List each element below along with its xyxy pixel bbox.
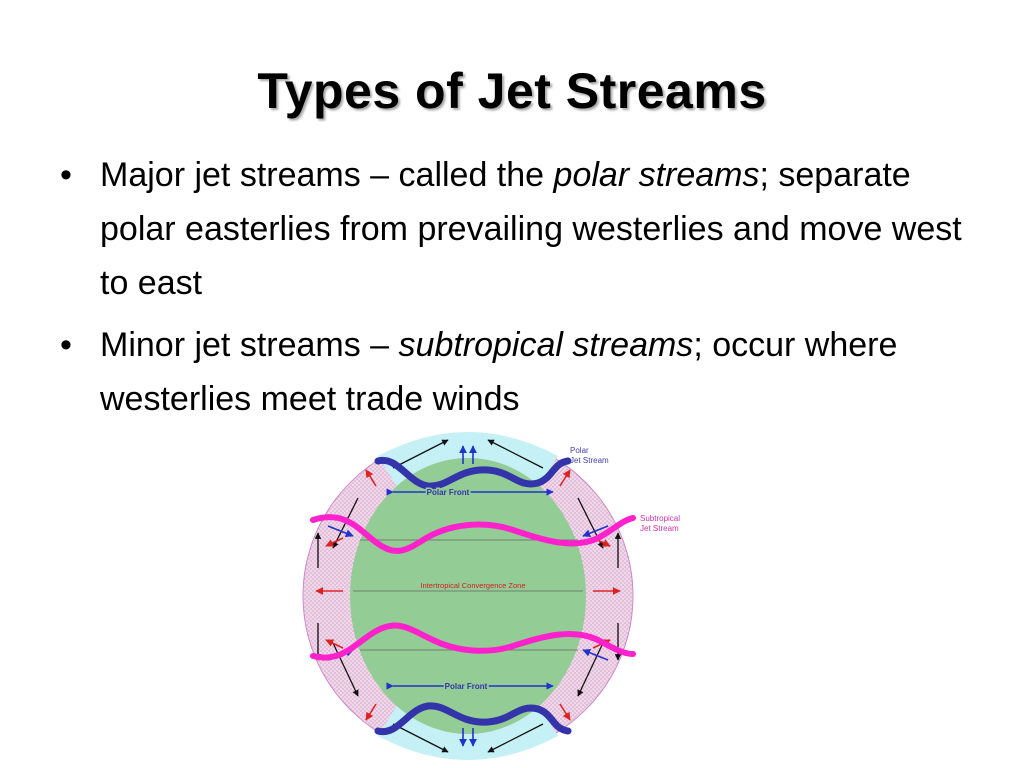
circulation-arrows [314,439,622,753]
bullet-dot-icon: • [60,156,72,194]
polar-jet-label-line1: Polar [570,446,589,455]
jet-stream-diagram-svg: Polar Front Polar Front Intertropical Co… [302,432,680,760]
bullet-item-minor-jet-streams: • Minor jet streams – subtropical stream… [56,318,976,426]
slide-title: Types of Jet Streams [257,63,767,119]
subtropical-jet-stream-north [310,514,636,554]
polar-front-bottom-label: Polar Front [445,682,488,691]
bullet-item-major-jet-streams: • Major jet streams – called the polar s… [56,148,976,310]
jet-stream-diagram: Polar Front Polar Front Intertropical Co… [298,428,698,768]
subtropical-jet-label-line2: Jet Stream [640,524,679,533]
bullet-text: ; occur where westerlies meet trade wind… [100,326,898,418]
polar-jet-stream-north [374,456,572,490]
earth-globe [350,458,586,734]
polar-front-top-label: Polar Front [427,488,470,497]
bullet-dot-icon: • [60,326,72,364]
bullet-emphasis: polar streams [553,156,760,194]
subtropical-jet-label-line1: Subtropical [640,514,680,523]
subtropical-jet-stream-south [310,622,636,661]
itcz-label: Intertropical Convergence Zone [420,581,525,590]
red-wind-arrows [315,469,621,721]
bullet-emphasis: subtropical streams [398,326,694,364]
polar-jet-label-line2: Jet Stream [570,456,609,465]
bullet-text: Major jet streams – called the [100,156,554,194]
bullet-text: ; separate polar easterlies from prevail… [100,156,962,302]
polar-jet-stream-south [374,702,572,736]
bullet-text: Minor jet streams – [100,326,399,364]
bullet-list: • Major jet streams – called the polar s… [56,148,976,434]
